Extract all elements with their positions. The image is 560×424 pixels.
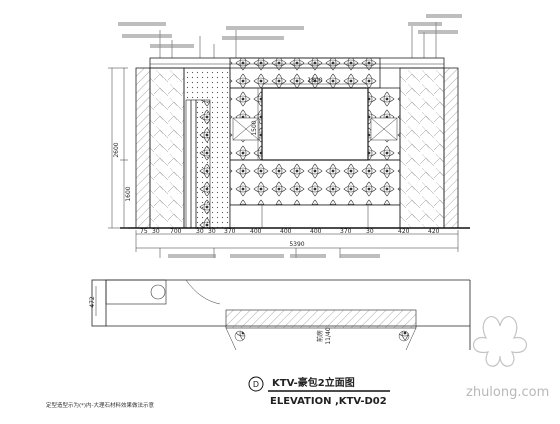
left-marble-panel [149, 67, 185, 229]
dim-mirror-height: 1500 [251, 120, 258, 135]
watermark: zhulong.com [466, 316, 549, 400]
base-cabinet [229, 204, 401, 229]
plan-label: 前房 [316, 330, 324, 342]
dim-seg-8: 400 [310, 228, 322, 235]
left-wall-hatch [135, 67, 151, 229]
dim-seg-11: 420 [398, 228, 410, 235]
dim-seg-0: 75 [140, 228, 148, 235]
left-dimensions: 2600 1600 [108, 67, 132, 229]
drawing-subtitle: ELEVATION ,KTV-D02 [270, 396, 387, 407]
dim-seg-5: 370 [224, 228, 236, 235]
dim-seg-1: 30 [152, 228, 160, 235]
dim-seg-4: 30 [208, 228, 216, 235]
watermark-text: zhulong.com [466, 385, 549, 400]
watermark-logo-icon [472, 316, 528, 367]
dim-seg-10: 30 [366, 228, 374, 235]
door-ornament-strip [195, 99, 211, 229]
callout-leaders [159, 22, 437, 58]
dim-total-height: 2600 [113, 142, 120, 157]
dim-lower-height: 1600 [125, 186, 132, 201]
bottom-dimension-chain: 75 30 700 30 30 370 400 400 400 370 30 4… [135, 228, 459, 252]
dim-plan-depth: 472 [89, 296, 96, 308]
central-mirror [261, 87, 369, 161]
bottom-callouts [159, 248, 380, 258]
title-marker: D [253, 380, 259, 389]
dim-mirror-width: 1800 [307, 77, 322, 84]
lower-ornament-band [229, 159, 401, 206]
dim-total-width: 5390 [289, 241, 304, 248]
right-wall-hatch [443, 67, 459, 229]
elevation-view: 2600 1600 1800 1500 75 30 700 30 30 370 … [108, 14, 470, 258]
dim-seg-9: 370 [340, 228, 352, 235]
footer-note: 定型造型示为(*)内-大理石材料效果做法示意 [46, 401, 155, 409]
title-block: D KTV-豪包2立面图 ELEVATION ,KTV-D02 [248, 376, 390, 407]
plan-label-secondary: 11/40 [325, 327, 332, 344]
right-marble-panel [399, 67, 445, 229]
top-frieze [229, 57, 381, 89]
dim-seg-2: 700 [170, 228, 182, 235]
drawing-title: KTV-豪包2立面图 [272, 376, 355, 389]
mirror-dimensions: 1800 1500 [251, 77, 368, 160]
dim-seg-6: 400 [250, 228, 262, 235]
dim-seg-3: 30 [196, 228, 204, 235]
callout-notes [118, 14, 462, 48]
plan-view: 472 前房 11/40 [89, 279, 471, 351]
dim-seg-7: 400 [280, 228, 292, 235]
dim-seg-12: 420 [428, 228, 440, 235]
